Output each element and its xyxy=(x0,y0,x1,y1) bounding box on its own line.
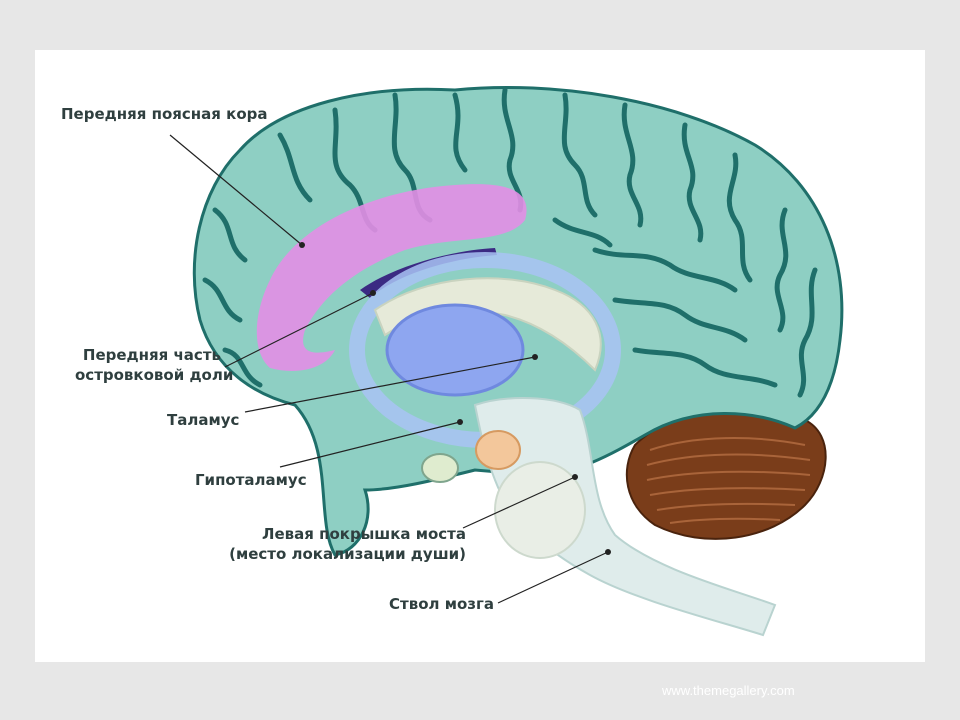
label-anterior-insula-line2: островковой доли xyxy=(75,366,234,384)
label-hypothalamus: Гипоталамус xyxy=(195,471,307,489)
label-brainstem: Ствол мозга xyxy=(389,595,494,613)
cerebral-cortex xyxy=(192,85,844,557)
thalamus xyxy=(385,303,525,397)
label-pons-line2: (место локализации души) xyxy=(229,545,466,563)
diagram-panel: Передняя поясная кора Передняя часть ост… xyxy=(35,50,925,662)
leader-lines xyxy=(169,134,609,604)
label-anterior-insula-line1: Передняя часть xyxy=(82,346,221,364)
anterior-cingulate-cortex xyxy=(256,184,527,371)
leader-dots xyxy=(299,242,611,555)
label-anterior-cingulate: Передняя поясная кора xyxy=(61,105,268,123)
label-thalamus: Таламус xyxy=(167,411,240,429)
pituitary-gland xyxy=(421,453,459,483)
footer-url[interactable]: www.themegallery.com xyxy=(662,683,795,698)
label-pons-line1: Левая покрышка моста xyxy=(262,525,466,543)
pons xyxy=(494,461,586,559)
hypothalamus xyxy=(475,430,521,470)
brain-illustration xyxy=(169,85,844,637)
cerebellum-folds xyxy=(646,437,811,524)
